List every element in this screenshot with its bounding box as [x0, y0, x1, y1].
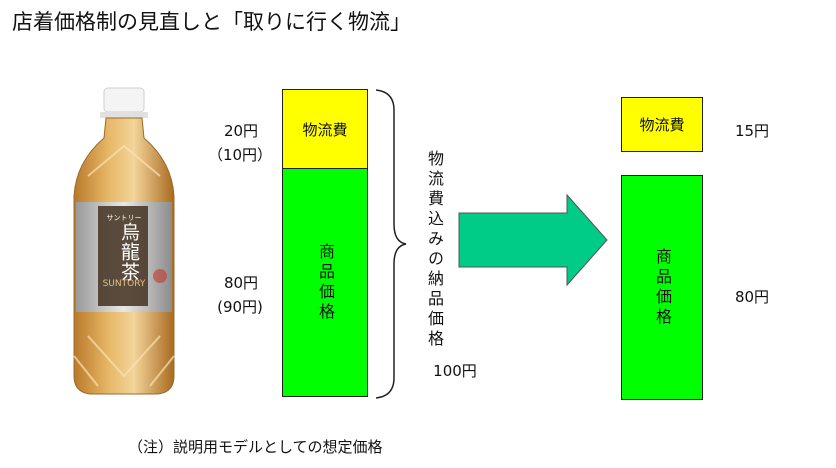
- right-product-price: 80円: [734, 288, 770, 306]
- bottle-sub-text: サントリー: [107, 214, 142, 222]
- left-product-box: 商品価格: [282, 168, 368, 397]
- left-logistics-label: 物流費: [302, 120, 348, 139]
- curly-brace-icon: [375, 89, 407, 399]
- right-logistics-label: 物流費: [639, 116, 685, 134]
- right-product-box: 商品価格: [621, 175, 703, 400]
- bottle-brand-text: 烏龍茶: [118, 222, 140, 282]
- left-product-price: 80円: [223, 274, 259, 292]
- left-product-label: 商品価格: [316, 242, 335, 323]
- total-price-label: 100円: [433, 362, 477, 380]
- footnote: （注）説明用モデルとしての想定価格: [128, 438, 383, 456]
- left-logistics-price-alt: （10円）: [207, 146, 273, 164]
- right-logistics-price: 15円: [734, 122, 770, 140]
- left-product-price-alt: (90円): [217, 298, 263, 316]
- left-logistics-box: 物流費: [282, 89, 368, 169]
- delivery-price-label: 物流費込みの納品価格: [425, 150, 444, 350]
- right-product-label: 商品価格: [653, 247, 672, 328]
- page-title: 店着価格制の見直しと「取りに行く物流」: [12, 10, 411, 34]
- right-arrow-icon: [458, 193, 608, 287]
- right-logistics-box: 物流費: [621, 97, 703, 152]
- left-logistics-price: 20円: [223, 122, 259, 140]
- bottle-maker-text: SUNTORY: [103, 279, 146, 289]
- oolong-tea-bottle-image: サントリー SUNTORY: [73, 87, 175, 395]
